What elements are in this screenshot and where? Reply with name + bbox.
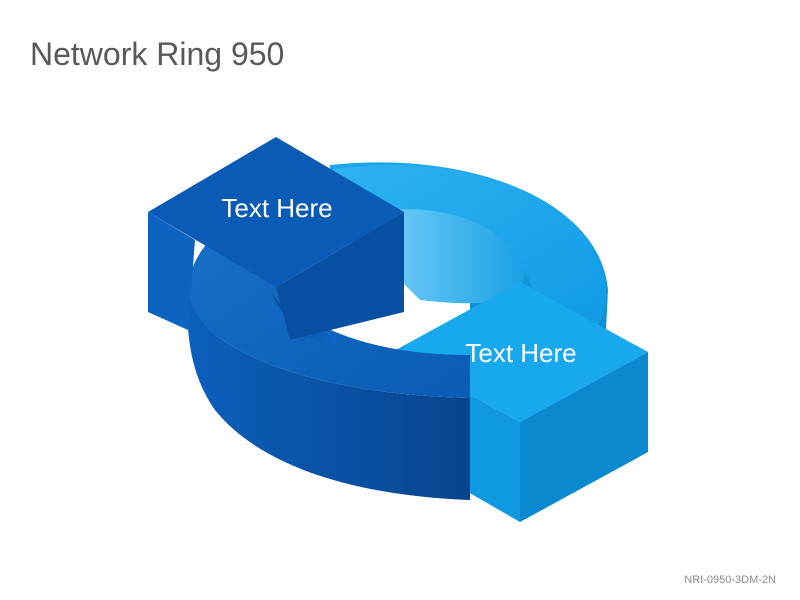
arrow-box-dark-left (148, 212, 195, 330)
segment-light-label: Text Here (465, 338, 576, 368)
arrow-box-light-left (392, 352, 520, 522)
arrow-box-light-right (520, 352, 648, 522)
segment-light-inner-wall (390, 209, 525, 304)
arrow-box-dark-right (276, 212, 404, 340)
segment-dark-outer-wall (187, 285, 470, 500)
slide-code: NRI-0950-3DM-2N (684, 574, 776, 586)
segment-dark-label: Text Here (221, 193, 332, 223)
slide-title: Network Ring 950 (30, 36, 285, 72)
segment-dark (148, 137, 470, 500)
segment-light-top (300, 164, 607, 352)
